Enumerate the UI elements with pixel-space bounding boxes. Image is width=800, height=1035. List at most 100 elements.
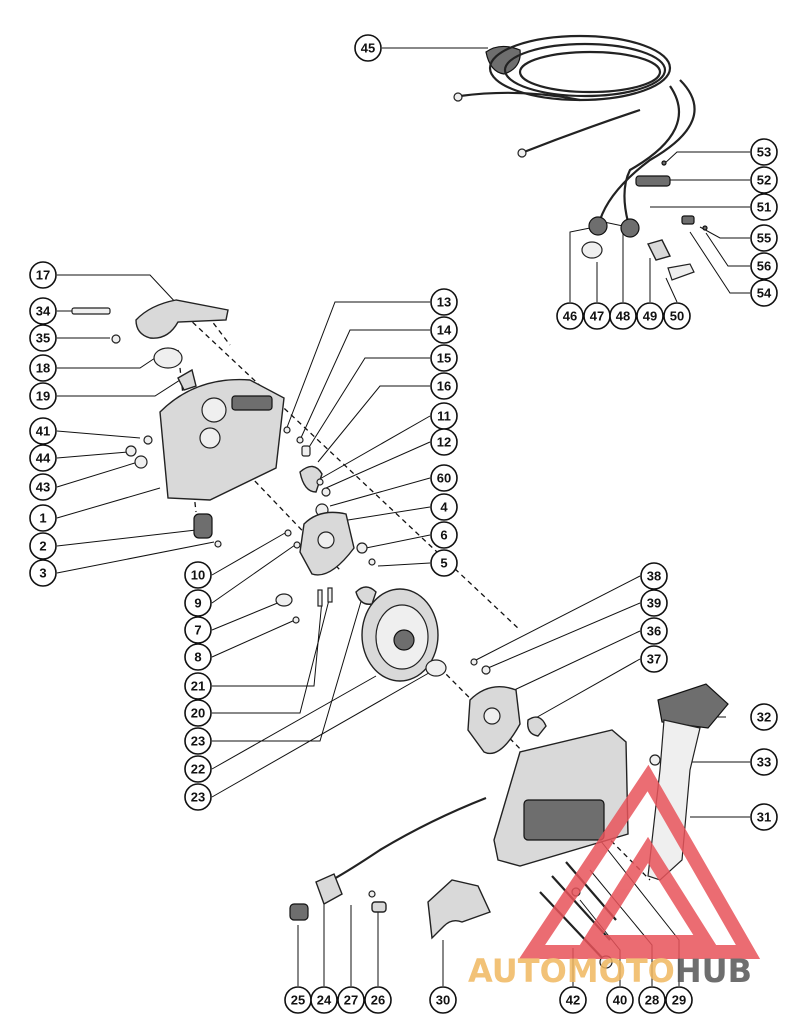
cable-harness-part [453, 34, 708, 281]
svg-text:60: 60 [437, 471, 451, 486]
svg-text:15: 15 [437, 351, 451, 366]
svg-text:AUTOMOTOHUB: AUTOMOTOHUB [468, 952, 752, 990]
callout: 5 [430, 549, 458, 577]
svg-text:42: 42 [566, 993, 580, 1008]
callouts: 45 53 52 51 55 56 54 46 47 48 49 50 17 3… [29, 34, 778, 1014]
svg-text:40: 40 [613, 993, 627, 1008]
callout: 27 [337, 986, 365, 1014]
watermark-text-part1: AUTOMOTO [468, 952, 675, 990]
svg-text:12: 12 [437, 435, 451, 450]
svg-text:44: 44 [36, 451, 51, 466]
svg-text:27: 27 [344, 993, 358, 1008]
svg-text:14: 14 [437, 323, 452, 338]
svg-text:1: 1 [39, 511, 46, 526]
svg-text:21: 21 [191, 679, 205, 694]
watermark-text-part2: HUB [675, 952, 752, 990]
svg-text:26: 26 [371, 993, 385, 1008]
control-housing-parts [71, 299, 447, 682]
svg-text:35: 35 [36, 331, 50, 346]
callout: 22 [184, 755, 212, 783]
svg-text:24: 24 [317, 993, 332, 1008]
callout: 28 [638, 986, 666, 1014]
callout: 10 [184, 561, 212, 589]
svg-text:56: 56 [757, 259, 771, 274]
callout: 13 [430, 288, 458, 316]
svg-text:11: 11 [437, 409, 451, 424]
svg-text:4: 4 [440, 500, 448, 515]
callout: 42 [559, 986, 587, 1014]
callout: 49 [636, 302, 664, 330]
callout: 8 [184, 643, 212, 671]
svg-text:8: 8 [194, 650, 201, 665]
svg-text:43: 43 [36, 480, 50, 495]
callout: 36 [640, 617, 668, 645]
callout: 39 [640, 589, 668, 617]
callout: 46 [556, 302, 584, 330]
callout: 1 [29, 504, 57, 532]
callout: 23 [184, 783, 212, 811]
callout: 35 [29, 324, 57, 352]
callout: 7 [184, 616, 212, 644]
leader-lines [56, 47, 750, 986]
callout: 3 [29, 559, 57, 587]
callout: 47 [583, 302, 611, 330]
svg-text:6: 6 [440, 528, 447, 543]
callout: 9 [184, 589, 212, 617]
callout: 24 [310, 986, 338, 1014]
svg-text:41: 41 [36, 424, 50, 439]
callout: 54 [750, 279, 778, 307]
svg-text:5: 5 [440, 556, 447, 571]
svg-text:38: 38 [647, 569, 661, 584]
svg-text:29: 29 [672, 993, 686, 1008]
callout: 11 [430, 402, 458, 430]
callout: 12 [430, 428, 458, 456]
svg-text:3: 3 [39, 566, 46, 581]
svg-text:34: 34 [36, 304, 51, 319]
svg-text:28: 28 [645, 993, 659, 1008]
svg-text:37: 37 [647, 652, 661, 667]
svg-text:23: 23 [191, 734, 205, 749]
callout: 14 [430, 316, 458, 344]
callout: 19 [29, 382, 57, 410]
callout: 55 [750, 224, 778, 252]
callout: 50 [663, 302, 691, 330]
callout: 41 [29, 417, 57, 445]
callout: 48 [609, 302, 637, 330]
callout: 21 [184, 672, 212, 700]
callout: 29 [665, 986, 693, 1014]
callout: 16 [430, 372, 458, 400]
callout: 40 [606, 986, 634, 1014]
svg-text:50: 50 [670, 309, 684, 324]
svg-text:52: 52 [757, 173, 771, 188]
lower-housing-parts [467, 658, 729, 881]
svg-text:54: 54 [757, 286, 772, 301]
svg-text:48: 48 [616, 309, 630, 324]
svg-text:18: 18 [36, 361, 50, 376]
callout: 20 [184, 699, 212, 727]
svg-text:13: 13 [437, 295, 451, 310]
callout: 18 [29, 354, 57, 382]
callout: 23 [184, 727, 212, 755]
callout: 31 [750, 803, 778, 831]
callout: 6 [430, 521, 458, 549]
svg-text:51: 51 [757, 200, 771, 215]
svg-text:39: 39 [647, 596, 661, 611]
svg-text:31: 31 [757, 810, 771, 825]
callout: 43 [29, 473, 57, 501]
svg-text:20: 20 [191, 706, 205, 721]
callout: 25 [284, 986, 312, 1014]
svg-text:30: 30 [436, 993, 450, 1008]
callout: 52 [750, 166, 778, 194]
callout: 33 [750, 748, 778, 776]
svg-text:55: 55 [757, 231, 771, 246]
svg-text:47: 47 [590, 309, 604, 324]
callout: 34 [29, 297, 57, 325]
callout: 60 [430, 464, 458, 492]
svg-text:7: 7 [194, 623, 201, 638]
svg-text:19: 19 [36, 389, 50, 404]
svg-text:33: 33 [757, 755, 771, 770]
svg-text:23: 23 [191, 790, 205, 805]
callout: 37 [640, 645, 668, 673]
callout: 51 [750, 193, 778, 221]
